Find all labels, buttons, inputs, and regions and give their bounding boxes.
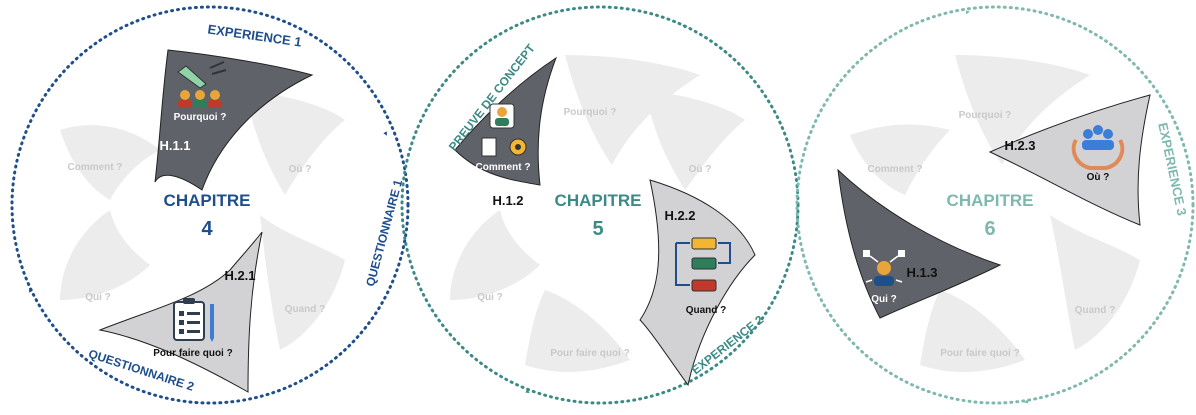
petal-caption: Comment ? (476, 162, 531, 173)
petal-pour-faire-quoi (920, 290, 1025, 372)
petal-h11 (154, 49, 314, 191)
petal-quand (1050, 215, 1140, 350)
petal-caption: Pourquoi ? (174, 112, 227, 123)
faint-petals (60, 90, 345, 350)
hypothesis-code: H.1.1 (159, 138, 190, 153)
chapter-4-diagram: Comment ? Où ? Qui ? Quand ? Pourquoi ? … (10, 5, 410, 405)
faint-caption: Où ? (689, 164, 712, 175)
chapter-5-diagram: Pourquoi ? Où ? Qui ? Pour faire quoi ? … (400, 5, 800, 405)
chapter-4-ring (10, 5, 410, 405)
ring-arrow-icon (965, 10, 970, 15)
petal-comment (60, 125, 160, 200)
chapter-number: 5 (592, 218, 603, 240)
person-network-icon (863, 250, 905, 286)
workflow-boxes-icon (675, 237, 731, 292)
petal-pourquoi (565, 55, 700, 165)
faint-petals (850, 55, 1140, 372)
petal-h23 (988, 94, 1151, 226)
hypothesis-code: H.2.3 (1004, 138, 1035, 153)
petal-quand (260, 215, 345, 350)
petal-caption: Pour faire quoi ? (153, 348, 232, 359)
petal-caption: Où ? (1087, 172, 1110, 183)
ring-label-right: EXPERIENCE 3 (1155, 121, 1189, 217)
chapter-5-ring (400, 5, 800, 405)
chapter-word: CHAPITRE (555, 191, 642, 210)
faint-caption: Pourquoi ? (564, 107, 617, 118)
chapter-word: CHAPITRE (164, 191, 251, 210)
faint-caption: Qui ? (85, 292, 111, 303)
petal-ou (645, 90, 745, 190)
chapter-number: 6 (984, 218, 995, 240)
faint-petals (450, 55, 745, 372)
petal-pour-faire-quoi (525, 290, 630, 372)
chapter-6-ring (795, 5, 1195, 405)
faint-caption: Comment ? (68, 162, 123, 173)
petal-qui (60, 210, 150, 300)
faint-caption: Pourquoi ? (959, 110, 1012, 121)
ring-label-top: EXPERIENCE 1 (207, 22, 303, 50)
hypothesis-code: H.2.1 (224, 268, 255, 283)
chapter-word: CHAPITRE (947, 191, 1034, 210)
petal-qui (450, 210, 540, 300)
clipboard-checklist-icon (173, 298, 214, 342)
hypothesis-code: H.1.2 (492, 193, 523, 208)
faint-caption: Pour faire quoi ? (550, 348, 629, 359)
petal-comment (850, 124, 950, 195)
ring-arrow-icon (525, 389, 530, 394)
person-gear-process-icon (481, 103, 527, 157)
faint-caption: Quand ? (1075, 305, 1116, 316)
petal-pourquoi (955, 55, 1090, 165)
faint-caption: Quand ? (285, 304, 326, 315)
faint-caption: Comment ? (868, 164, 923, 175)
petal-caption: Quand ? (686, 305, 727, 316)
petal-caption: Qui ? (871, 294, 897, 305)
hypothesis-code: H.1.3 (906, 265, 937, 280)
hypothesis-code: H.2.2 (664, 208, 695, 223)
ring-label-right: QUESTIONNAIRE 1 (363, 178, 405, 288)
faint-caption: Pour faire quoi ? (940, 348, 1019, 359)
faint-caption: Où ? (289, 164, 312, 175)
chapter-number: 4 (201, 218, 213, 240)
chapter-6-diagram: Pourquoi ? Comment ? Quand ? Pour faire … (795, 5, 1195, 405)
faint-caption: Qui ? (477, 292, 503, 303)
ring-arrow-icon (29, 288, 33, 293)
hand-pointing-group-icon (177, 61, 227, 108)
petal-ou (245, 90, 345, 195)
hands-holding-people-icon (1071, 125, 1125, 170)
